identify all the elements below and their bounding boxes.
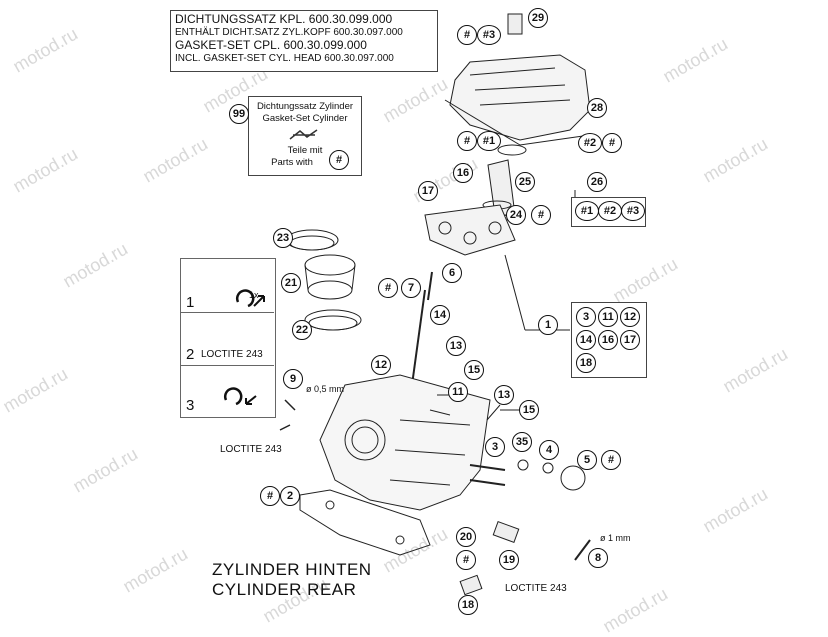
- gasket-line-2: ENTHÄLT DICHT.SATZ ZYL.KOPF 600.30.097.0…: [175, 27, 403, 38]
- once-note: 1x: [249, 290, 259, 300]
- callout-16: 16: [453, 163, 473, 183]
- callout-8: 8: [588, 548, 608, 568]
- rotate-arrow-icon: [235, 289, 265, 308]
- callout-hash: #: [457, 25, 477, 45]
- group-callout-14: 14: [576, 330, 596, 350]
- group-callout-17: 17: [620, 330, 640, 350]
- cyl-gasket-line2: Gasket-Set Cylinder: [262, 113, 348, 124]
- callout-9: 9: [283, 369, 303, 389]
- cyl-gasket-line1: Dichtungssatz Zylinder: [256, 101, 354, 112]
- callout-3: 3: [485, 437, 505, 457]
- callout-15: 15: [519, 400, 539, 420]
- gasket-line-1: DICHTUNGSSATZ KPL. 600.30.099.000: [175, 12, 393, 26]
- step-divider-1: [180, 312, 274, 313]
- gasket-line-3: GASKET-SET CPL. 600.30.099.000: [175, 38, 367, 52]
- sensor-19: [492, 521, 520, 543]
- callout-28: 28: [587, 98, 607, 118]
- cylinder-head: [319, 374, 491, 511]
- group-callout-11: 11: [598, 307, 618, 327]
- callout-17: 17: [418, 181, 438, 201]
- gasket-line-4: INCL. GASKET-SET CYL. HEAD 600.30.097.00…: [175, 53, 394, 64]
- callout-35: 35: [512, 432, 532, 452]
- exploded-parts-drawing: [189, 13, 591, 596]
- callout-29: 29: [528, 8, 548, 28]
- callout-1: 1: [538, 315, 558, 335]
- callout-18: 18: [458, 595, 478, 615]
- callout-hash2: #2: [578, 133, 602, 153]
- callout-21: 21: [281, 273, 301, 293]
- head-gasket: [299, 489, 431, 556]
- callout-hash: #: [457, 131, 477, 151]
- cover-gasket: [444, 99, 591, 146]
- intake-21: [304, 254, 356, 276]
- thickness-note-1: ø 1 mm: [600, 533, 631, 543]
- plug-18: [459, 574, 483, 596]
- callout-hash: #: [602, 133, 622, 153]
- rotate-arrow-icon-2: [223, 387, 257, 406]
- callout-7: 7: [401, 278, 421, 298]
- callout-hash3: #3: [477, 25, 501, 45]
- cyl-gasket-line3: Teile mit: [287, 145, 323, 156]
- callout-11: 11: [448, 382, 468, 402]
- callout-99: 99: [229, 104, 249, 124]
- loctite-step-2: LOCTITE 243: [201, 349, 263, 360]
- callout-4: 4: [539, 440, 559, 460]
- callout-13: 13: [494, 385, 514, 405]
- valve-cover: [449, 54, 591, 141]
- loctite-bottom: LOCTITE 243: [505, 583, 567, 594]
- callout-group-hash1: #1: [575, 201, 599, 221]
- callout-cyl-hash: #: [329, 150, 349, 170]
- callout-hash: #: [531, 205, 551, 225]
- callout-25: 25: [515, 172, 535, 192]
- group-callout-18: 18: [576, 353, 596, 373]
- group-callout-3: 3: [576, 307, 596, 327]
- callout-hash: #: [601, 450, 621, 470]
- callout-group-hash2: #2: [598, 201, 622, 221]
- callout-6: 6: [442, 263, 462, 283]
- stud-6: [427, 271, 433, 301]
- callout-5: 5: [577, 450, 597, 470]
- callout-23: 23: [273, 228, 293, 248]
- title-english: CYLINDER REAR: [212, 580, 357, 599]
- callout-hash: #: [456, 550, 476, 570]
- callout-24: 24: [506, 205, 526, 225]
- step-label-1: 1: [186, 294, 195, 311]
- title-german: ZYLINDER HINTEN: [212, 560, 372, 579]
- cam-carrier: [424, 204, 516, 256]
- gasket-set-logo-icon: [289, 129, 318, 140]
- callout-19: 19: [499, 550, 519, 570]
- step-label-2: 2: [186, 346, 195, 363]
- callout-14: 14: [430, 305, 450, 325]
- callout-group-hash3: #3: [621, 201, 645, 221]
- callout-15: 15: [464, 360, 484, 380]
- callout-26: 26: [587, 172, 607, 192]
- callout-12: 12: [371, 355, 391, 375]
- callout-hash1: #1: [477, 131, 501, 151]
- cap-29: [507, 13, 523, 35]
- screw-9: [279, 399, 296, 431]
- studs-3: [469, 464, 506, 486]
- step-divider-2: [180, 365, 274, 366]
- cyl-gasket-line4: Parts with: [271, 157, 313, 168]
- callout-2: 2: [280, 486, 300, 506]
- callout-22: 22: [292, 320, 312, 340]
- thickness-note-05: ø 0,5 mm: [306, 384, 345, 394]
- callout-hash: #: [260, 486, 280, 506]
- step-label-3: 3: [186, 397, 195, 414]
- group-callout-12: 12: [620, 307, 640, 327]
- gasket-set-box: DICHTUNGSSATZ KPL. 600.30.099.000 ENTHÄL…: [170, 10, 438, 72]
- screw-8: [574, 539, 591, 561]
- oring-5: [560, 465, 586, 491]
- group-callout-16: 16: [598, 330, 618, 350]
- callout-13: 13: [446, 336, 466, 356]
- callout-hash: #: [378, 278, 398, 298]
- callout-20: 20: [456, 527, 476, 547]
- loctite-left: LOCTITE 243: [220, 444, 282, 455]
- bolt-7: [411, 289, 426, 386]
